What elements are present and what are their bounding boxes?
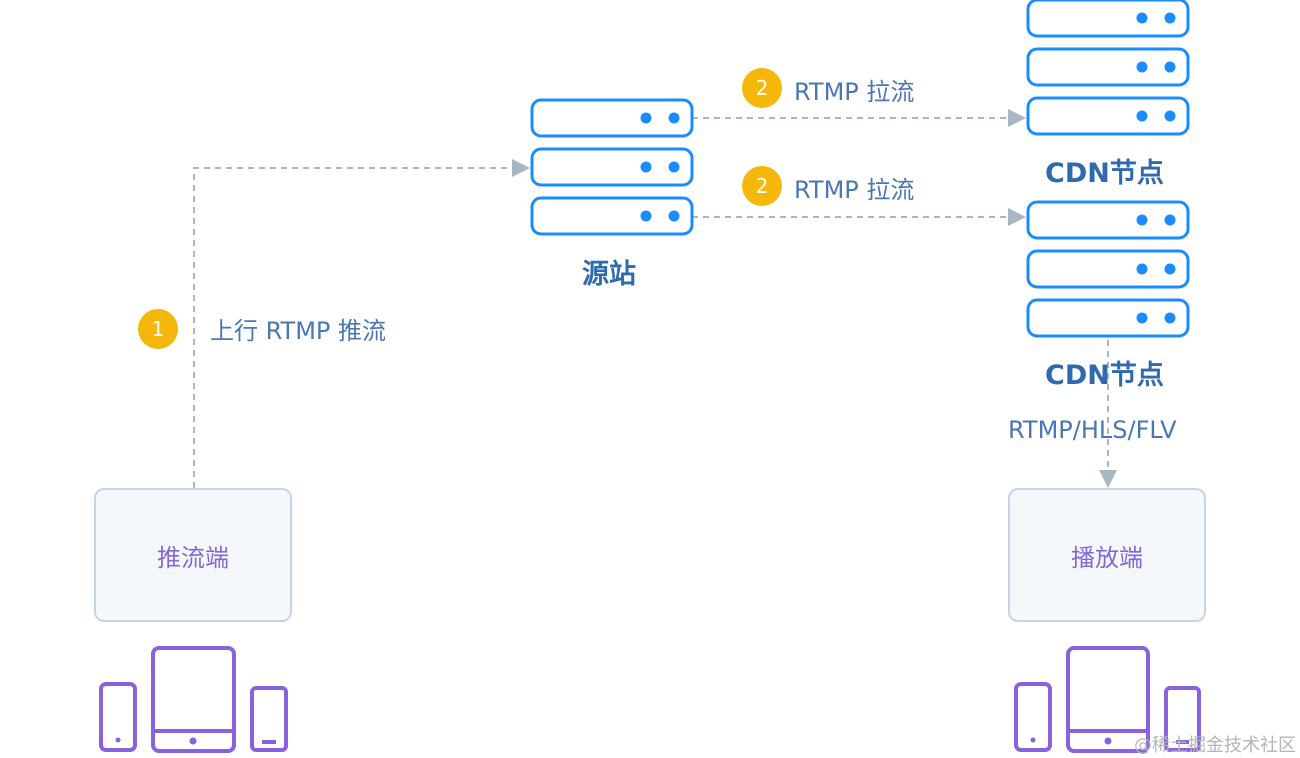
server-led-dot	[640, 210, 652, 222]
cdn-bottom-server-unit-3	[1026, 298, 1190, 338]
server-unit-frame	[1026, 298, 1190, 338]
player-label: 播放端	[1071, 543, 1143, 572]
pusher-label: 推流端	[157, 543, 229, 572]
cdn-bottom-server-unit-2	[1026, 249, 1190, 289]
origin-server-unit-3	[530, 196, 694, 236]
server-led-dot	[1136, 110, 1148, 122]
server-led-dot	[1136, 61, 1148, 73]
phone-body	[250, 686, 288, 752]
server-led-dot	[1164, 263, 1176, 275]
cdn-top-server-unit-2	[1026, 47, 1190, 87]
step-badge-push: 1	[138, 309, 178, 349]
server-led-dot	[1164, 214, 1176, 226]
server-led-dot	[1136, 214, 1148, 226]
server-layer	[530, 0, 1190, 338]
server-led-dot	[1136, 312, 1148, 324]
tablet-body	[1066, 646, 1150, 753]
server-led-dot	[640, 161, 652, 173]
protocols-label: RTMP/HLS/FLV	[1008, 416, 1177, 444]
cdn-bottom-server-unit-1	[1026, 200, 1190, 240]
push-connector-arrow	[193, 159, 530, 488]
phone-body	[99, 682, 137, 752]
cdn-node-label-bottom: CDN节点	[1045, 360, 1164, 391]
server-unit-frame	[530, 196, 694, 236]
server-led-dot	[668, 210, 680, 222]
phone-body	[1014, 682, 1052, 752]
origin-label: 源站	[582, 259, 636, 290]
server-led-dot	[1164, 110, 1176, 122]
server-unit-frame	[1026, 200, 1190, 240]
cdn-top-server-unit-3	[1026, 96, 1190, 136]
pusher-phone-icon	[99, 682, 137, 752]
server-unit-frame	[530, 147, 694, 187]
server-unit-frame	[1026, 47, 1190, 87]
step-badge-pull-bottom: 2	[742, 166, 782, 206]
device-layer	[99, 646, 1201, 753]
server-unit-frame	[1026, 249, 1190, 289]
server-led-dot	[1164, 312, 1176, 324]
cdn-node-label-top: CDN节点	[1045, 158, 1164, 189]
player-box: 播放端	[1008, 488, 1206, 622]
tablet-button	[189, 737, 197, 745]
pusher-phone-icon-2	[250, 686, 288, 752]
pusher-box: 推流端	[94, 488, 292, 622]
phone-button	[115, 737, 121, 743]
pusher-tablet-icon	[151, 646, 236, 753]
watermark-text: @稀土掘金技术社区	[1134, 735, 1296, 756]
phone-button	[1030, 737, 1036, 743]
server-led-dot	[1136, 12, 1148, 24]
cdn-top-server-unit-1	[1026, 0, 1190, 38]
server-led-dot	[668, 112, 680, 124]
player-phone-icon-2	[1164, 686, 1201, 752]
pull-step-label-bottom: RTMP 拉流	[794, 176, 915, 204]
server-unit-frame	[530, 98, 694, 138]
step-badge-pull-top: 2	[742, 68, 782, 108]
server-led-dot	[1136, 263, 1148, 275]
pull-step-label-top: RTMP 拉流	[794, 78, 915, 106]
origin-server-unit-1	[530, 98, 694, 138]
server-led-dot	[668, 161, 680, 173]
push-step-label: 上行 RTMP 推流	[210, 317, 387, 345]
tablet-body	[151, 646, 236, 753]
server-led-dot	[1164, 61, 1176, 73]
player-tablet-icon	[1066, 646, 1150, 753]
origin-server-unit-2	[530, 147, 694, 187]
server-unit-frame	[1026, 0, 1190, 38]
connector-layer	[193, 109, 1117, 488]
server-unit-frame	[1026, 96, 1190, 136]
server-led-dot	[1164, 12, 1176, 24]
player-phone-icon	[1014, 682, 1052, 752]
server-led-dot	[640, 112, 652, 124]
phone-body	[1164, 686, 1201, 752]
tablet-button	[1104, 737, 1112, 745]
